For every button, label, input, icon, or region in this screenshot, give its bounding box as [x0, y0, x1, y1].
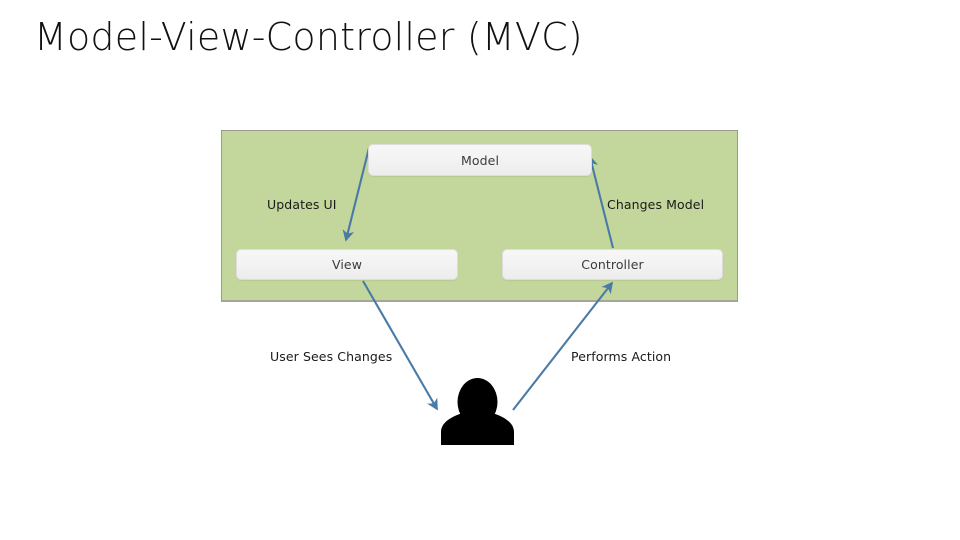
flow-label-updates-ui: Updates UI	[267, 197, 337, 212]
component-box-model[interactable]: Model	[368, 144, 592, 176]
flow-label-performs-action: Performs Action	[571, 349, 672, 364]
component-box-model-label: Model	[460, 152, 500, 168]
flow-label-user-sees-changes: User Sees Changes	[270, 349, 393, 364]
component-box-view[interactable]: View	[236, 249, 458, 280]
flow-label-changes-model: Changes Model	[607, 197, 705, 212]
page-title: Model-View-Controller (MVC)	[34, 15, 583, 59]
arrow-user-to-controller	[512, 281, 614, 411]
component-box-controller[interactable]: Controller	[502, 249, 723, 280]
component-box-view-label: View	[331, 257, 363, 272]
person-silhouette-icon	[441, 378, 514, 445]
component-box-controller-label: Controller	[581, 257, 644, 272]
